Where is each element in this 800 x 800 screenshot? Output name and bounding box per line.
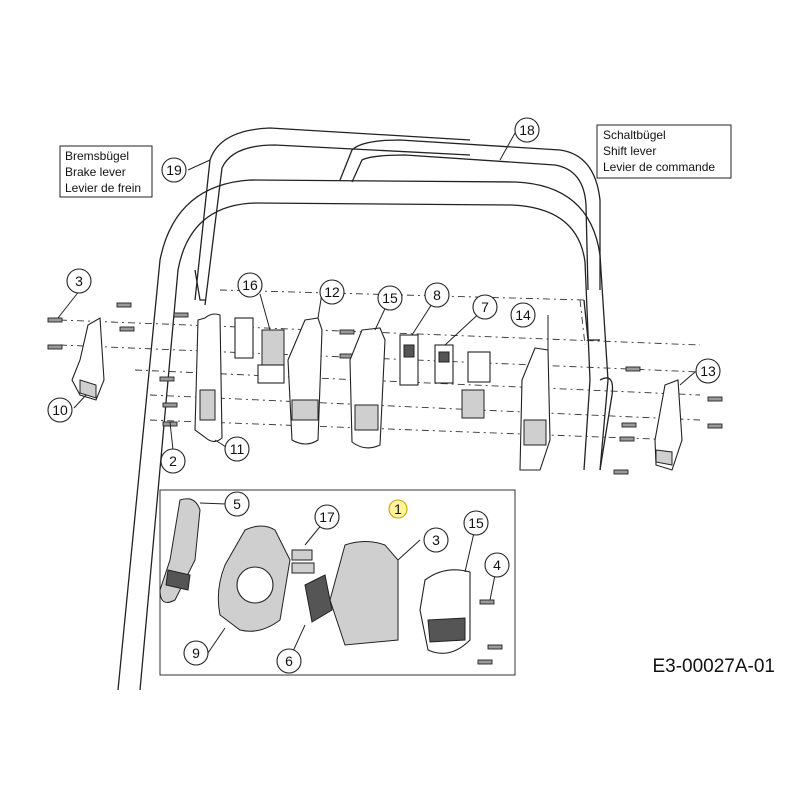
svg-text:1: 1 [394,501,402,517]
svg-text:15: 15 [468,515,484,531]
callout-19: 19 [161,157,187,183]
callout-15-top: 15 [377,285,403,311]
right-housing-part [519,347,551,471]
svg-text:4: 4 [493,557,501,573]
svg-text:8: 8 [433,287,441,303]
svg-text:15: 15 [382,290,398,306]
svg-text:12: 12 [324,284,340,300]
svg-text:14: 14 [515,307,531,323]
callout-9: 9 [183,640,209,666]
part-15-housing [349,327,386,449]
part-7-cam [434,344,454,384]
legend-brake-lever: Bremsbügel Brake lever Levier de frein [59,145,153,198]
callout-15-inset: 15 [463,510,489,536]
callout-18: 18 [514,117,540,143]
left-housing-part [194,313,223,443]
svg-text:7: 7 [481,299,489,315]
svg-text:17: 17 [319,509,335,525]
callout-14: 14 [510,302,536,328]
callout-6: 6 [276,648,302,674]
callout-16: 16 [237,272,263,298]
callout-2: 2 [160,448,186,474]
svg-text:9: 9 [192,645,200,661]
assembly-center-lines [59,289,701,441]
diagram-reference-code: E3-00027A-01 [652,656,775,677]
callout-4: 4 [484,552,510,578]
callout-3-inset: 3 [423,527,449,553]
callout-8: 8 [424,282,450,308]
callout-17: 17 [314,504,340,530]
svg-text:18: 18 [519,122,535,138]
svg-text:3: 3 [75,273,83,289]
svg-text:16: 16 [242,277,258,293]
legend-shift-line-3: Levier de commande [603,160,715,174]
part-8-cam [399,334,419,386]
screws [47,302,723,475]
callout-10: 10 [47,397,73,423]
svg-text:10: 10 [52,402,68,418]
callout-5: 5 [224,491,250,517]
svg-text:5: 5 [233,496,241,512]
legend-brake-line-2: Brake lever [65,165,126,179]
callout-12: 12 [319,279,345,305]
callout-11: 11 [224,436,250,462]
callout-13: 13 [695,358,721,384]
left-bracket-part [71,317,105,401]
svg-text:2: 2 [169,453,177,469]
legend-shift-line-1: Schaltbügel [603,128,666,142]
callout-3-top: 3 [66,268,92,294]
part-12-cover [287,317,323,445]
svg-text:19: 19 [166,162,182,178]
detail-inset-frame [159,489,516,676]
part-16-assembly [234,317,285,384]
handlebar-frame [117,127,614,691]
svg-text:6: 6 [285,653,293,669]
inset-parts [159,498,503,665]
callout-1-highlighted: 1 [388,499,408,519]
legend-brake-line-1: Bremsbügel [65,149,129,163]
svg-text:3: 3 [432,532,440,548]
callout-7: 7 [472,294,498,320]
legend-shift-lever: Schaltbügel Shift lever Levier de comman… [596,124,732,179]
svg-text:13: 13 [700,363,716,379]
part-14-block [461,351,491,419]
svg-text:11: 11 [230,441,245,457]
legend-brake-line-3: Levier de frein [65,181,141,195]
right-bracket-part [654,379,683,471]
legend-shift-line-2: Shift lever [603,144,656,158]
